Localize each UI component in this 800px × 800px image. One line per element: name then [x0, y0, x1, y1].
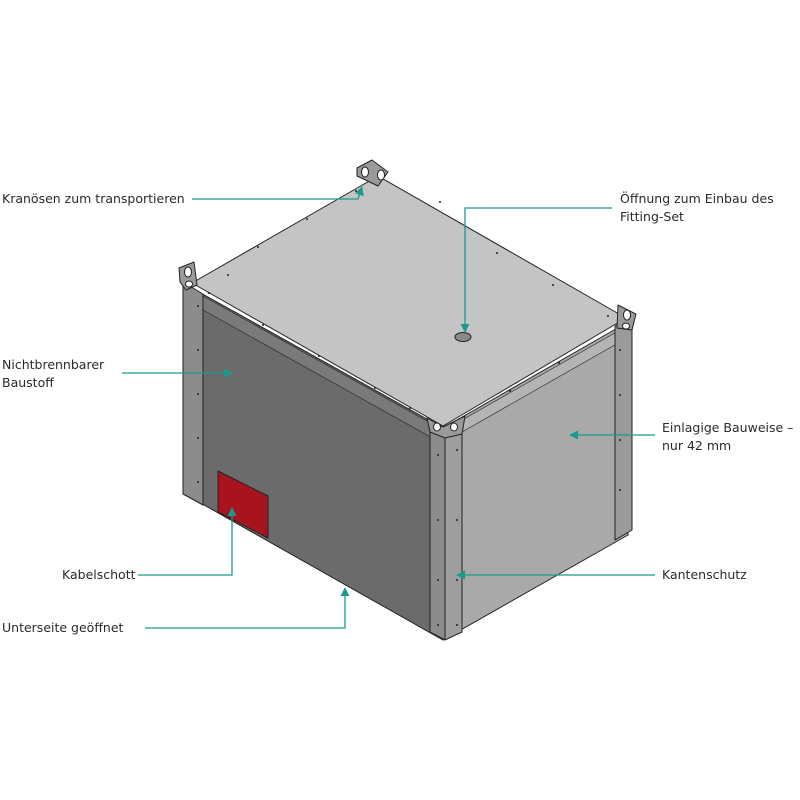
- corner-post-front-right: [444, 419, 463, 641]
- rivets: [197, 190, 621, 626]
- corner-post-right: [614, 315, 633, 541]
- corner-post-front-left: [429, 419, 446, 641]
- fitting-opening: [454, 332, 472, 342]
- crane-lug: [356, 159, 389, 187]
- callout-material: Nichtbrennbarer Baustoff: [2, 356, 104, 392]
- cable-bulkhead: [217, 470, 269, 539]
- callout-material-line1: Nichtbrennbarer: [2, 357, 105, 372]
- callout-opening-line2: Fitting-Set: [620, 209, 684, 224]
- callout-material-line2: Baustoff: [2, 375, 54, 390]
- crane-lug: [616, 304, 637, 331]
- callout-open-bottom: Unterseite geöffnet: [2, 620, 124, 635]
- leader-open-bottom: [145, 587, 350, 629]
- leader-opening: [460, 207, 612, 333]
- callout-single-layer: Einlagige Bauweise – nur 42 mm: [662, 419, 793, 455]
- leader-crane-lugs: [192, 186, 364, 200]
- callout-opening: Öffnung zum Einbau des Fitting-Set: [620, 190, 774, 226]
- callout-opening-line1: Öffnung zum Einbau des: [620, 191, 774, 206]
- callout-edge-protection: Kantenschutz: [662, 567, 747, 582]
- leader-cable-bulkhead: [138, 507, 237, 576]
- crane-lug: [426, 415, 466, 439]
- callout-crane-lugs: Kranösen zum transportieren: [2, 191, 185, 206]
- callout-single-layer-line1: Einlagige Bauweise –: [662, 420, 794, 435]
- callout-single-layer-line2: nur 42 mm: [662, 438, 732, 453]
- callout-cable-bulkhead: Kabelschott: [62, 567, 136, 582]
- crane-lug: [178, 261, 198, 291]
- corner-post-left: [182, 281, 204, 506]
